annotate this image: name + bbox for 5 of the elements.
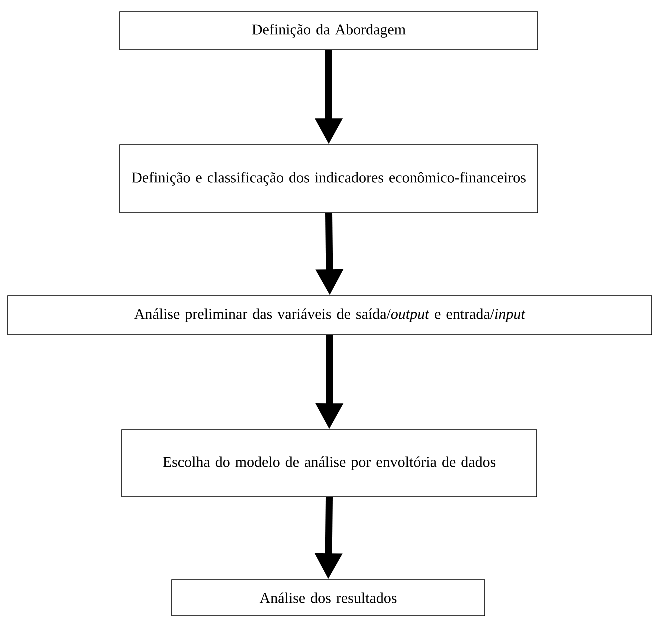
process-box: Definição e classificação dos indicadores econômico-financeiros <box>120 144 538 214</box>
process-box: Definição da Abordagem <box>120 12 538 50</box>
process-box: Análise preliminar das variáveis de saída/output e entrada/input <box>8 296 652 336</box>
process-box: Escolha do modelo de análise por envoltória de dados <box>122 430 538 498</box>
process-box: Análise dos resultados <box>172 580 486 616</box>
